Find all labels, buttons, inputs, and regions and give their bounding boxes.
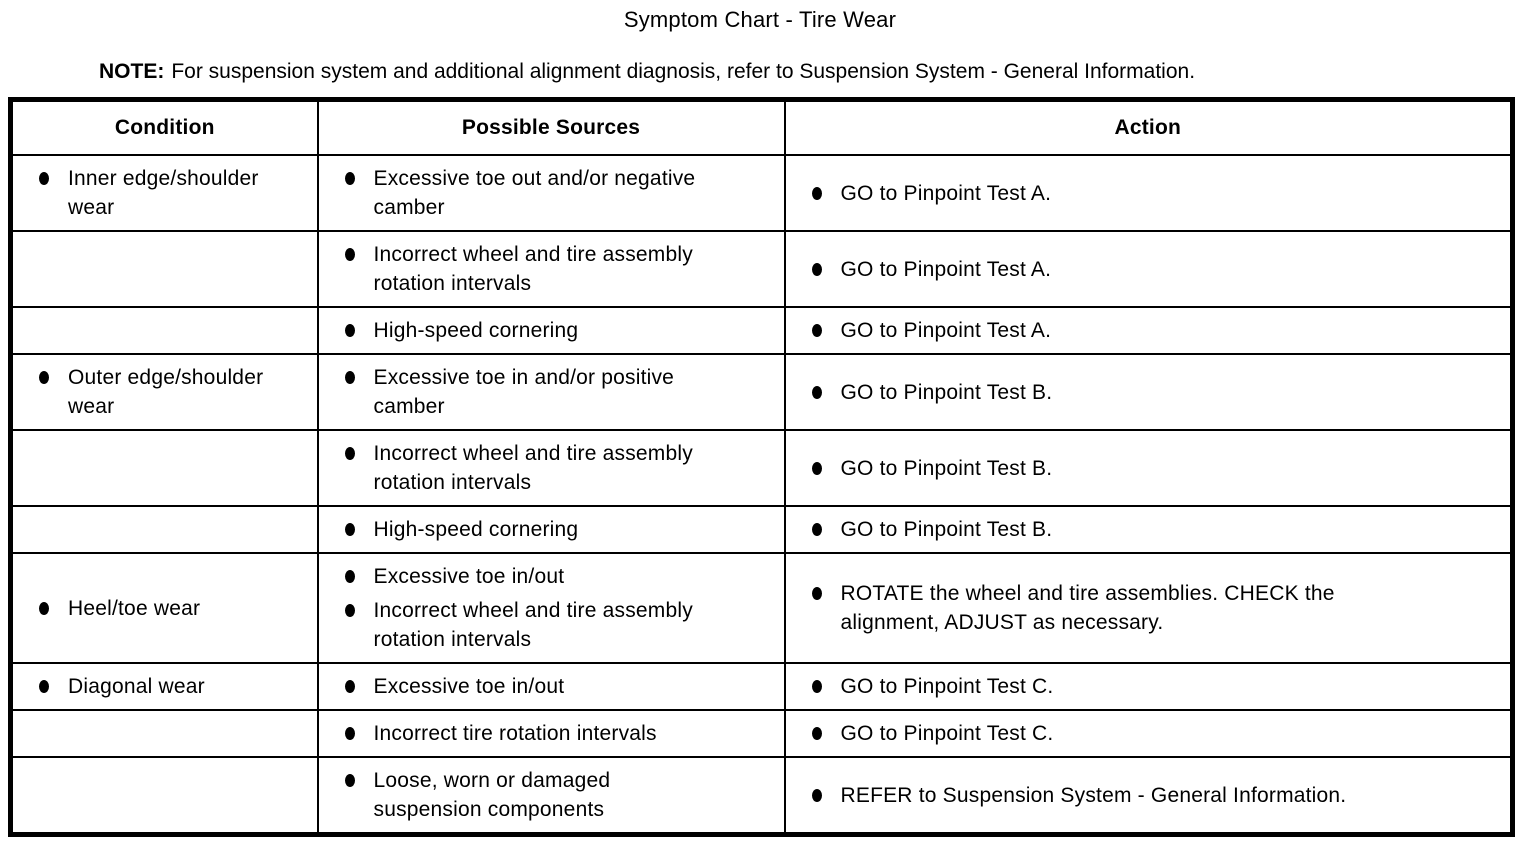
table-row: Diagonal wear Excessive toe in/out GO to P… (9, 662, 1514, 711)
bullet-icon (811, 385, 822, 399)
table-row: Loose, worn or damaged suspension compon… (9, 756, 1514, 836)
table-row: Outer edge/shoulder wear Excessive toe in… (9, 353, 1514, 431)
possible-source-text: Incorrect wheel and tire assembly rotati… (373, 442, 693, 494)
bullet-icon (811, 324, 822, 337)
action-cell: GO to Pinpoint Test A. (783, 230, 1514, 308)
table-row: Incorrect wheel and tire assembly rotati… (9, 429, 1514, 507)
bullet-icon (344, 248, 355, 261)
bullet-icon (811, 523, 822, 536)
condition-text: Outer edge/shoulder wear (68, 366, 264, 418)
bullet-icon (344, 680, 355, 693)
bullet-icon (39, 601, 49, 615)
possible-sources-cell: Incorrect wheel and tire assembly rotati… (316, 429, 786, 507)
bullet-icon (344, 727, 355, 740)
bullet-icon (811, 186, 822, 200)
note-text: For suspension system and additional ali… (171, 60, 1196, 83)
condition-cell (9, 230, 319, 308)
possible-sources-cell: Loose, worn or damaged suspension compon… (316, 756, 786, 836)
bullet-icon (811, 262, 822, 276)
bullet-icon (344, 172, 355, 185)
possible-sources-cell: High-speed cornering (316, 505, 786, 554)
possible-source-text: Incorrect wheel and tire assembly rotati… (373, 243, 693, 295)
action-cell: REFER to Suspension System - General Inf… (783, 756, 1514, 836)
bullet-icon (39, 172, 49, 185)
condition-text: Diagonal wear (68, 675, 205, 698)
action-text: GO to Pinpoint Test B. (840, 518, 1053, 541)
action-cell: GO to Pinpoint Test B. (783, 353, 1514, 431)
bullet-icon (811, 587, 822, 600)
column-header-condition: Condition (9, 98, 319, 156)
possible-source-text: High-speed cornering (373, 518, 579, 541)
possible-sources-cell: Excessive toe out and/or negative camber (316, 154, 786, 232)
possible-sources-cell: Excessive toe in and/or positive camber (316, 353, 786, 431)
condition-cell: Inner edge/shoulder wear (9, 154, 319, 232)
note: NOTE: For suspension system and additiona… (99, 60, 1500, 84)
action-text: GO to Pinpoint Test B. (840, 380, 1053, 404)
page-title: Symptom Chart - Tire Wear (623, 7, 897, 32)
possible-source-text: Incorrect wheel and tire assembly rotati… (373, 599, 693, 651)
possible-sources-cell: Excessive toe in/out (316, 662, 786, 711)
action-cell: GO to Pinpoint Test C. (783, 709, 1514, 758)
action-cell: GO to Pinpoint Test A. (783, 306, 1514, 355)
bullet-icon (811, 461, 822, 475)
possible-source-text: Excessive toe out and/or negative camber (373, 167, 696, 219)
column-header-action: Action (783, 98, 1514, 156)
bullet-icon (344, 371, 355, 384)
bullet-icon (344, 324, 355, 337)
condition-text: Inner edge/shoulder wear (68, 167, 259, 219)
symptom-chart-table: Condition Possible Sources Action Inner … (8, 97, 1515, 837)
condition-cell (9, 306, 319, 355)
column-header-possible-sources: Possible Sources (316, 98, 786, 156)
condition-cell (9, 709, 319, 758)
action-cell: GO to Pinpoint Test C. (783, 662, 1514, 711)
action-cell: GO to Pinpoint Test A. (783, 154, 1514, 232)
action-text: GO to Pinpoint Test A. (840, 181, 1052, 205)
condition-cell (9, 429, 319, 507)
note-label: NOTE: (99, 60, 165, 83)
table-row: High-speed cornering GO to Pinpoint Test … (9, 306, 1514, 355)
table-row: Incorrect tire rotation intervals GO to P… (9, 709, 1514, 758)
condition-cell: Outer edge/shoulder wear (9, 353, 319, 431)
bullet-icon (811, 680, 822, 693)
bullet-icon (39, 371, 49, 384)
bullet-icon (344, 774, 355, 787)
possible-source-text: Loose, worn or damaged suspension compon… (373, 769, 611, 821)
action-cell: GO to Pinpoint Test B. (783, 429, 1514, 507)
bullet-icon (344, 604, 355, 617)
action-cell: GO to Pinpoint Test B. (783, 505, 1514, 554)
table-row: Incorrect wheel and tire assembly rotati… (9, 230, 1514, 308)
bullet-icon (344, 523, 355, 536)
possible-sources-cell: Incorrect tire rotation intervals (316, 709, 786, 758)
bullet-icon (39, 680, 49, 693)
header-row: Condition Possible Sources Action (9, 98, 1514, 156)
action-text: ROTATE the wheel and tire assemblies. CH… (840, 582, 1335, 634)
possible-sources-cell: Incorrect wheel and tire assembly rotati… (316, 230, 786, 308)
condition-cell: Heel/toe wear (9, 552, 319, 664)
action-cell: ROTATE the wheel and tire assemblies. CH… (783, 552, 1514, 664)
action-text: GO to Pinpoint Test B. (840, 456, 1053, 480)
condition-cell (9, 505, 319, 554)
possible-source-text: Excessive toe in/out (373, 565, 565, 588)
action-text: GO to Pinpoint Test A. (840, 319, 1052, 342)
table-row: High-speed cornering GO to Pinpoint Test … (9, 505, 1514, 554)
bullet-icon (811, 727, 822, 740)
bullet-icon (344, 447, 355, 460)
bullet-icon (344, 570, 355, 583)
possible-source-text: Excessive toe in and/or positive camber (373, 366, 675, 418)
action-text: GO to Pinpoint Test C. (840, 675, 1054, 698)
possible-source-text: High-speed cornering (373, 319, 579, 342)
condition-cell: Diagonal wear (9, 662, 319, 711)
action-text: GO to Pinpoint Test C. (840, 722, 1054, 745)
action-text: REFER to Suspension System - General Inf… (840, 783, 1347, 807)
possible-source-text: Incorrect tire rotation intervals (373, 722, 657, 745)
condition-cell (9, 756, 319, 836)
table-row: Inner edge/shoulder wear Excessive toe ou… (9, 154, 1514, 232)
action-text: GO to Pinpoint Test A. (840, 257, 1052, 281)
condition-text: Heel/toe wear (68, 596, 201, 620)
bullet-icon (811, 788, 822, 802)
possible-source-text: Excessive toe in/out (373, 675, 565, 698)
possible-sources-cell: High-speed cornering (316, 306, 786, 355)
